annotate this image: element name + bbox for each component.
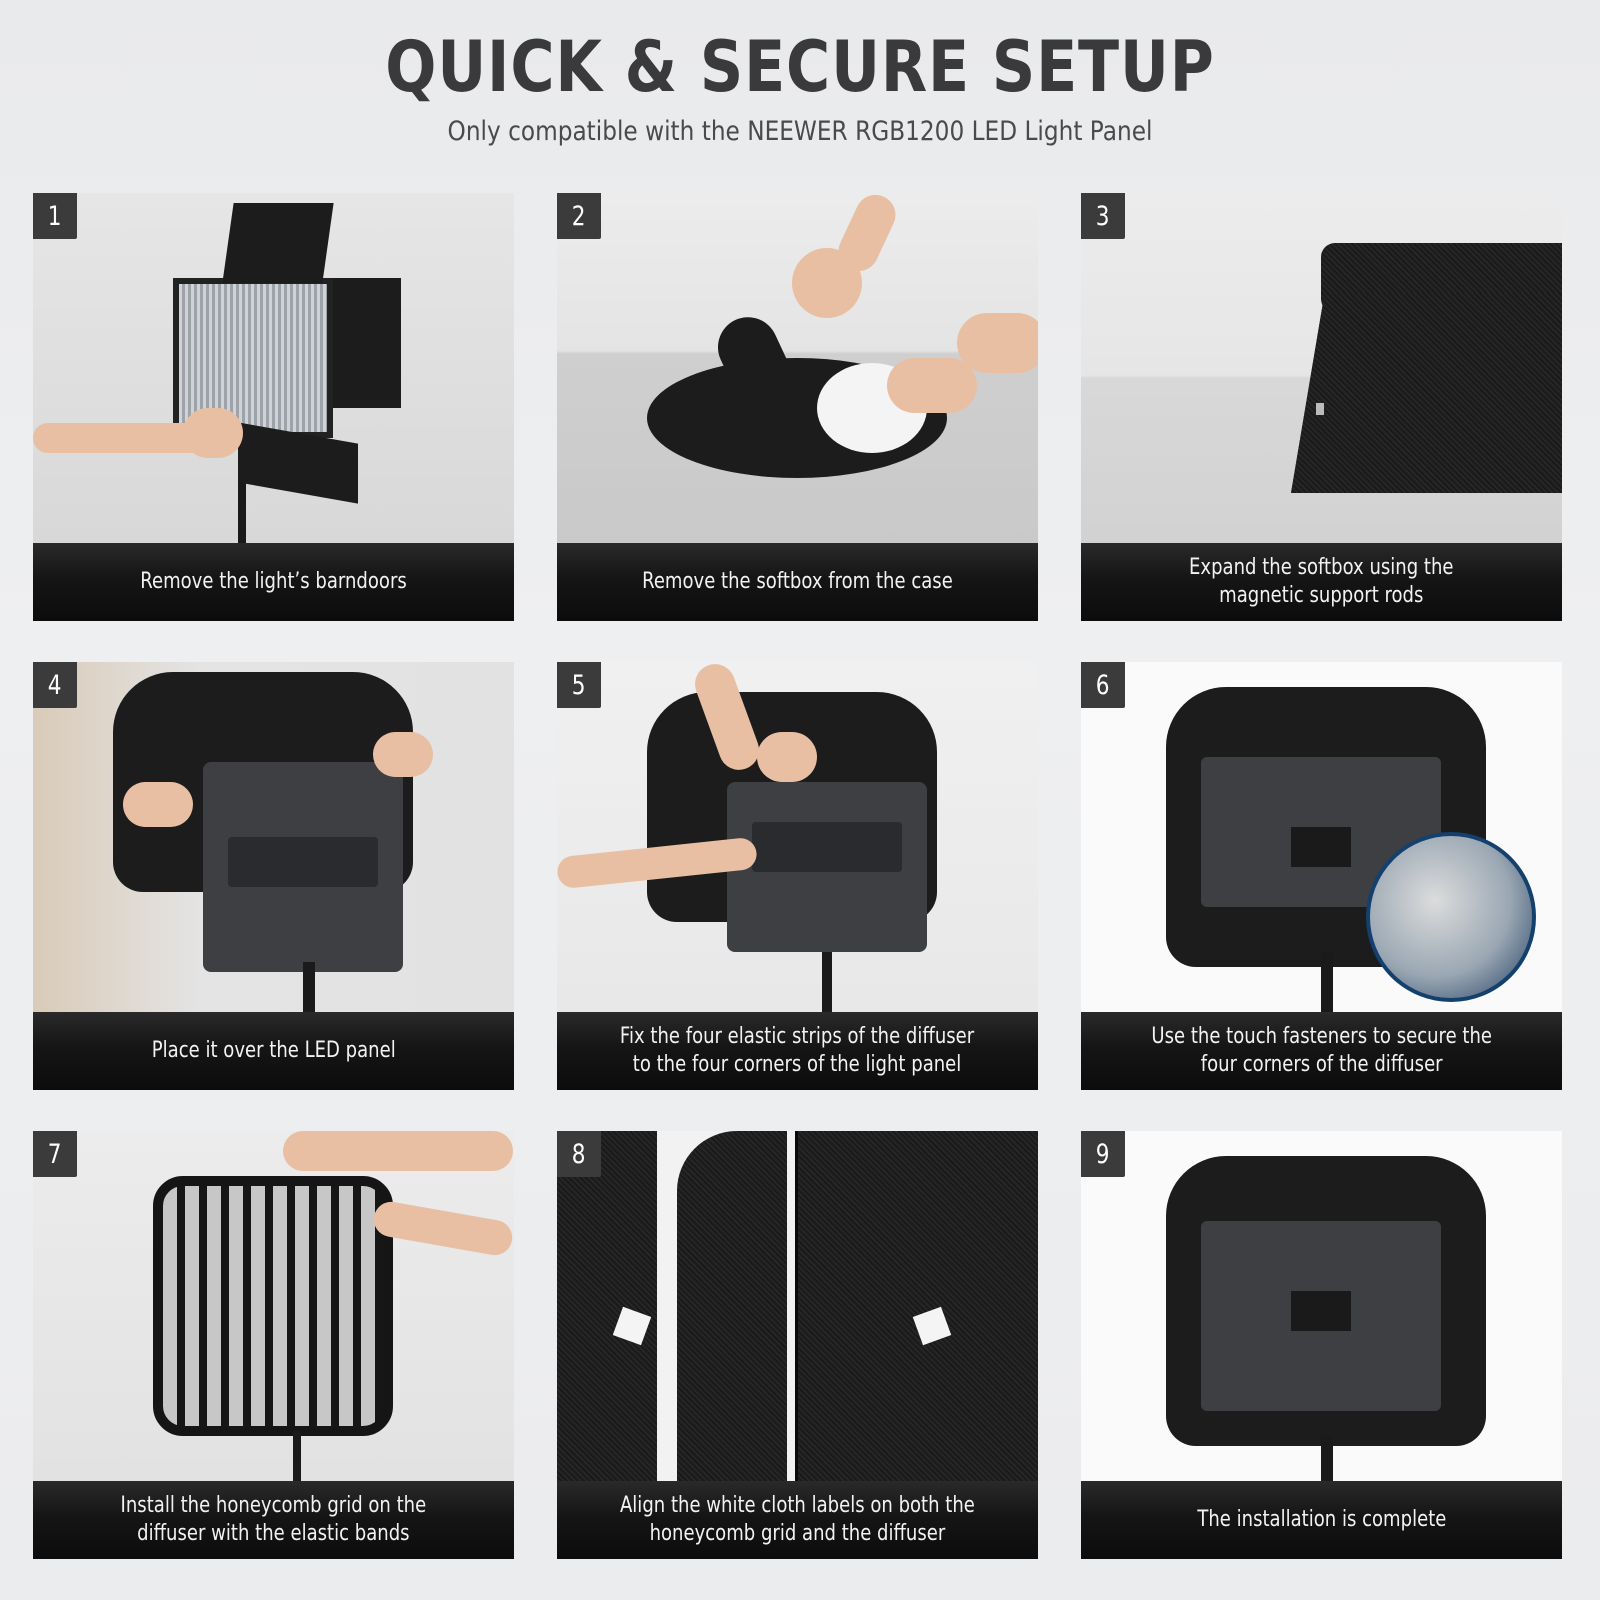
step-caption: Remove the softbox from the case <box>557 543 1038 621</box>
step-card-3: 3 Expand the softbox using the magnetic … <box>1081 193 1562 621</box>
step-card-1: 1 Remove the light’s barndoors <box>33 193 514 621</box>
step-number-badge: 3 <box>1081 193 1125 239</box>
step-number-badge: 9 <box>1081 1131 1125 1177</box>
step-number-badge: 2 <box>557 193 601 239</box>
step-card-5: 5 Fix the four elastic strips of the dif… <box>557 662 1038 1090</box>
step-7-photo <box>33 1131 514 1481</box>
step-number-badge: 7 <box>33 1131 77 1177</box>
step-number-badge: 4 <box>33 662 77 708</box>
step-8-photo <box>557 1131 1038 1481</box>
step-card-8: 8 Align the white cloth labels on both t… <box>557 1131 1038 1559</box>
step-card-9: 9 The installation is complete <box>1081 1131 1562 1559</box>
step-caption: Fix the four elastic strips of the diffu… <box>557 1012 1038 1090</box>
step-caption: The installation is complete <box>1081 1481 1562 1559</box>
step-9-photo <box>1081 1131 1562 1481</box>
step-number-badge: 1 <box>33 193 77 239</box>
page-title: QUICK & SECURE SETUP <box>385 26 1215 108</box>
step-caption: Remove the light’s barndoors <box>33 543 514 621</box>
step-card-4: 4 Place it over the LED panel <box>33 662 514 1090</box>
step-number-badge: 6 <box>1081 662 1125 708</box>
page-subtitle: Only compatible with the NEEWER RGB1200 … <box>447 116 1153 147</box>
step-2-photo <box>557 193 1038 543</box>
step-card-7: 7 Install the honeycomb grid on the diff… <box>33 1131 514 1559</box>
step-6-photo <box>1081 662 1562 1012</box>
step-card-6: 6 Use the touch fasteners to secure the … <box>1081 662 1562 1090</box>
step-4-photo <box>33 662 514 1012</box>
step-1-photo <box>33 193 514 553</box>
step-caption: Install the honeycomb grid on the diffus… <box>33 1481 514 1559</box>
step-number-badge: 5 <box>557 662 601 708</box>
step-3-photo <box>1081 193 1562 543</box>
step-caption: Align the white cloth labels on both the… <box>557 1481 1038 1559</box>
step-caption: Use the touch fasteners to secure the fo… <box>1081 1012 1562 1090</box>
step-caption: Place it over the LED panel <box>33 1012 514 1090</box>
step-card-2: 2 Remove the softbox from the case <box>557 193 1038 621</box>
step-number-badge: 8 <box>557 1131 601 1177</box>
step-5-photo <box>557 662 1038 1012</box>
step-caption: Expand the softbox using the magnetic su… <box>1081 543 1562 621</box>
